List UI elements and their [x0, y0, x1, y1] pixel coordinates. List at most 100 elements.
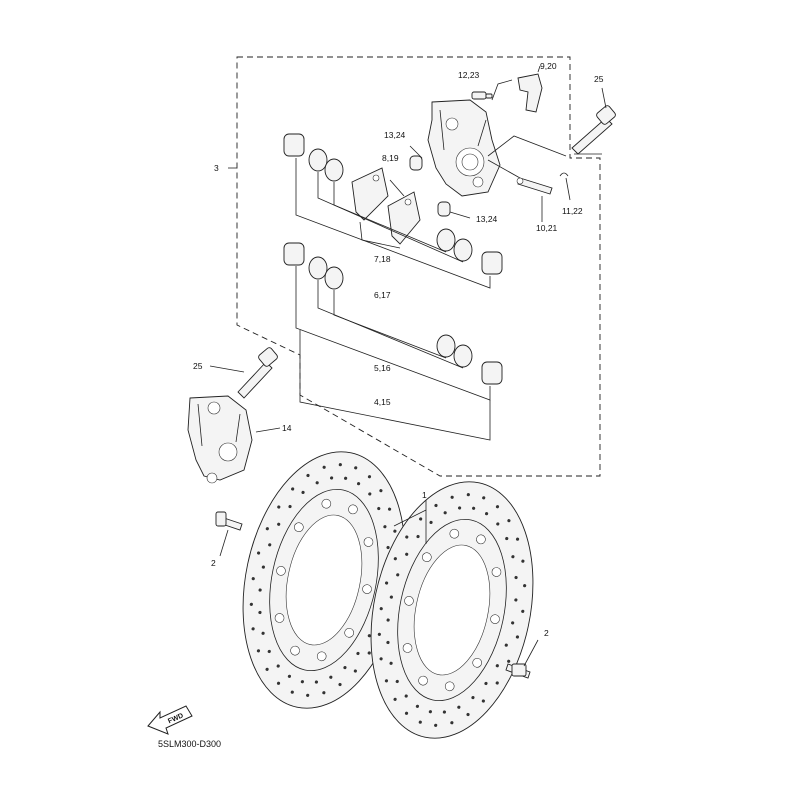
disc-drill-hole	[338, 682, 342, 687]
disc-drill-hole	[419, 517, 423, 521]
disc-drill-hole	[322, 691, 326, 695]
seal-upper-left-2	[324, 158, 344, 182]
disc-drill-hole	[387, 507, 392, 511]
disc-drill-hole	[367, 651, 371, 655]
disc-drill-hole	[521, 559, 525, 563]
fwd-arrow-icon: FWD	[147, 705, 193, 735]
disc-drill-hole	[393, 557, 397, 561]
disc-mount-bolt	[490, 614, 500, 624]
disc-drill-hole	[356, 482, 361, 486]
callout-3: 3	[214, 163, 219, 173]
disc-drill-hole	[523, 584, 527, 588]
disc-bolt-right-part	[505, 663, 531, 679]
disc-drill-hole	[301, 490, 305, 495]
disc-drill-hole	[329, 675, 333, 679]
disc-drill-hole	[466, 493, 470, 497]
seal-upper-right-1	[436, 228, 456, 252]
disc-drill-hole	[258, 588, 262, 592]
disc-drill-hole	[511, 555, 515, 559]
callout-2-left: 2	[211, 558, 216, 568]
disc-drill-hole	[338, 463, 342, 467]
disc-drill-hole	[291, 487, 295, 491]
disc-drill-hole	[379, 657, 383, 661]
disc-drill-hole	[356, 651, 360, 656]
disc-mount-bolt	[449, 528, 460, 539]
callout-13-24-upper: 13,24	[384, 130, 406, 140]
caliper-bolt-upper-part	[571, 105, 616, 155]
pad-pin-part	[516, 177, 553, 195]
disc-drill-hole	[251, 627, 255, 631]
disc-drill-hole	[504, 643, 508, 647]
disc-drill-hole	[404, 694, 408, 698]
clip-part	[559, 172, 569, 177]
brake-pad-a	[351, 167, 389, 221]
piston-lower-left	[283, 242, 305, 266]
seal-lower-left-1	[308, 256, 328, 280]
callout-12-23: 12,23	[458, 70, 480, 80]
disc-drill-hole	[384, 581, 389, 585]
disc-drill-hole	[481, 699, 485, 703]
disc-drill-hole	[393, 529, 397, 533]
disc-mount-bolt	[348, 504, 358, 515]
disc-drill-hole	[471, 695, 475, 700]
disc-drill-hole	[472, 506, 476, 510]
callout-10-21: 10,21	[536, 223, 558, 233]
disc-mount-bolt	[316, 651, 327, 662]
disc-drill-hole	[306, 473, 310, 478]
disc-drill-hole	[495, 664, 499, 668]
disc-drill-hole	[277, 522, 281, 526]
caliper-body-upper	[427, 99, 501, 197]
disc-mount-bolt	[363, 537, 374, 547]
disc-drill-hole	[386, 618, 390, 622]
disc-drill-hole	[258, 610, 262, 615]
disc-drill-hole	[367, 634, 371, 638]
disc-drill-hole	[315, 481, 319, 485]
piston-lower-right	[481, 361, 503, 385]
disc-drill-hole	[277, 505, 281, 509]
disc-mount-bolt	[472, 657, 482, 668]
disc-drill-hole	[322, 465, 326, 469]
callout-25-lower: 25	[193, 361, 203, 371]
callout-14: 14	[282, 423, 292, 433]
disc-drill-hole	[405, 535, 409, 539]
disc-bolt-left-part	[215, 511, 243, 531]
seal-lower-right-2	[453, 344, 473, 368]
disc-drill-hole	[484, 681, 488, 686]
disc-drill-hole	[290, 690, 294, 694]
bleed-screw-part	[471, 91, 493, 100]
disc-drill-hole	[429, 520, 433, 525]
callout-9-20: 9,20	[540, 61, 557, 71]
disc-mount-bolt	[344, 627, 354, 638]
disc-drill-hole	[507, 659, 511, 663]
disc-mount-bolt	[321, 498, 332, 509]
disc-drill-hole	[418, 720, 422, 724]
leader-lines	[228, 65, 607, 441]
disc-drill-hole	[344, 476, 348, 480]
disc-drill-hole	[484, 512, 489, 516]
disc-drill-hole	[515, 635, 520, 639]
piston-upper-left	[283, 133, 305, 157]
brake-disc-right	[370, 481, 534, 739]
disc-mount-bolt	[276, 566, 286, 576]
seal-lower-left-2	[324, 266, 344, 290]
disc-drill-hole	[514, 575, 518, 580]
pad-spring-part	[517, 73, 543, 113]
disc-mount-bolt	[402, 643, 413, 653]
disc-drill-hole	[386, 640, 390, 645]
disc-drill-hole	[379, 489, 383, 493]
disc-drill-hole	[395, 679, 399, 684]
disc-drill-hole	[265, 527, 269, 531]
disc-drill-hole	[386, 545, 390, 550]
disc-drill-hole	[507, 519, 511, 523]
drawing-code: 5SLM300-D300	[158, 739, 221, 749]
disc-drill-hole	[377, 632, 381, 636]
callout-11-22: 11,22	[562, 206, 583, 216]
disc-drill-hole	[495, 505, 500, 509]
disc-drill-hole	[496, 522, 500, 526]
disc-drill-hole	[515, 537, 520, 541]
caliper-body-lower	[187, 395, 253, 484]
disc-drill-hole	[379, 607, 383, 611]
disc-drill-hole	[251, 577, 255, 581]
disc-drill-hole	[276, 681, 281, 685]
